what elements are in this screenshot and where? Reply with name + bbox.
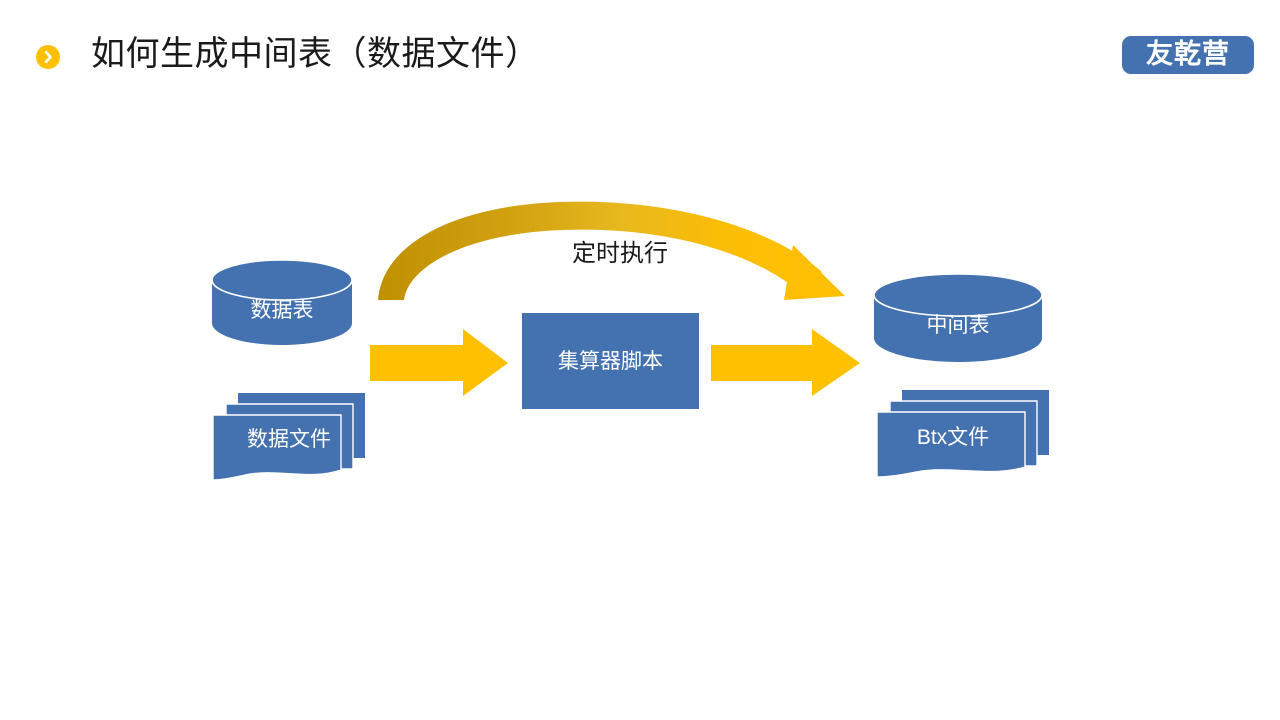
curve-schedule-label: 定时执行 <box>572 240 668 267</box>
page-title: 如何生成中间表（数据文件） <box>91 35 540 73</box>
chevron-right-circle-icon <box>36 45 60 69</box>
node-file-source <box>212 393 365 481</box>
node-db-target <box>873 273 1043 362</box>
brand-logo: 友乾营 <box>1122 36 1254 74</box>
node-file-target <box>876 390 1049 478</box>
curve-schedule-arrow <box>378 201 845 300</box>
arrow-input <box>370 329 508 396</box>
node-db-source <box>211 259 353 345</box>
arrow-output <box>711 329 860 396</box>
slide-header: 如何生成中间表（数据文件） 友乾营 <box>0 0 1280 112</box>
node-script <box>522 313 699 409</box>
